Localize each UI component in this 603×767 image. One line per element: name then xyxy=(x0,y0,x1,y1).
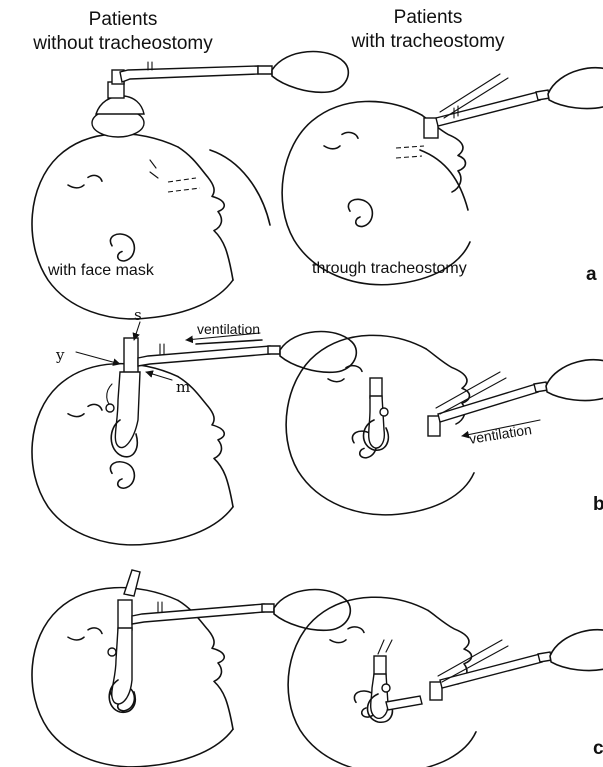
face-mask xyxy=(92,70,144,137)
airway-c-left xyxy=(108,570,140,712)
tracheostomy-tube-b xyxy=(428,372,548,436)
bag-c-right xyxy=(547,625,603,678)
tracheostomy-tube-c xyxy=(430,640,552,700)
airway-b-left xyxy=(106,338,140,457)
bag-c-left xyxy=(274,590,350,631)
tube-b-left xyxy=(138,344,280,366)
bag-a-left xyxy=(272,52,348,93)
tracheostomy-tube-a xyxy=(424,74,550,138)
bag-a-right xyxy=(545,63,603,116)
airway-b-right xyxy=(364,378,389,450)
tube-a-left xyxy=(120,62,272,82)
ventilation-arrow-b-right xyxy=(462,420,540,436)
patient-a-left xyxy=(32,134,270,319)
bag-b-right xyxy=(543,355,603,408)
airway-c-right xyxy=(368,640,423,722)
patient-a-right xyxy=(282,101,470,284)
tube-c-left xyxy=(132,602,274,624)
